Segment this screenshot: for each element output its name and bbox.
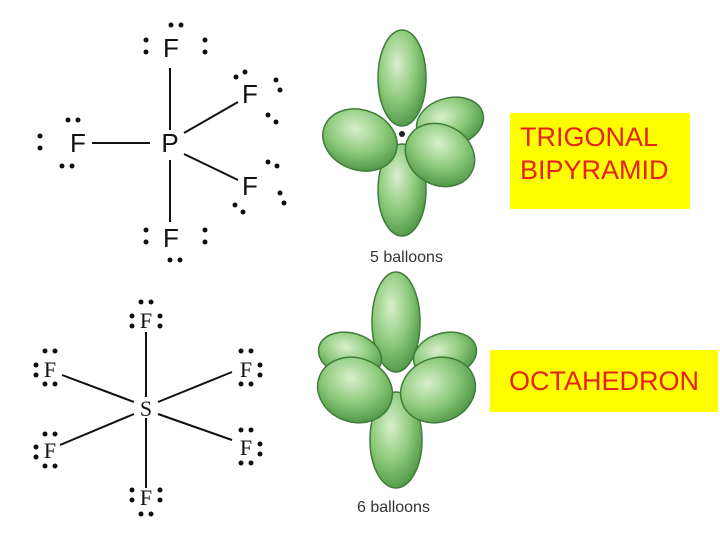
sf6-lone-pairs bbox=[33, 299, 263, 517]
sf6-lewis-structure: S F F F F F F bbox=[33, 299, 263, 517]
six-balloons-caption: 6 balloons bbox=[357, 499, 430, 516]
bond-s-f-upper-left bbox=[61, 374, 135, 403]
balloon-front-left bbox=[322, 108, 398, 172]
pf5-fluorine-upper-right: F bbox=[242, 79, 258, 109]
bond-s-f-lower-left bbox=[59, 413, 135, 446]
balloon-front-left bbox=[316, 356, 394, 424]
five-balloon-model bbox=[322, 29, 485, 237]
sf6-fluorine-lower-left: F bbox=[44, 438, 56, 463]
bond-p-f-upper-right bbox=[183, 101, 239, 134]
sf6-fluorine-upper-right: F bbox=[240, 357, 252, 382]
pf5-fluorine-left: F bbox=[70, 128, 86, 158]
bond-p-f-lower-right bbox=[183, 153, 239, 181]
sf6-fluorine-lower-right: F bbox=[240, 435, 252, 460]
pf5-fluorine-lower-right: F bbox=[242, 171, 258, 201]
pf5-center-atom: P bbox=[161, 128, 178, 158]
sf6-fluorine-upper-left: F bbox=[44, 357, 56, 382]
pf5-lone-pairs bbox=[37, 22, 287, 263]
five-balloons-caption: 5 balloons bbox=[370, 249, 443, 266]
trigonal-label-line2: BIPYRAMID bbox=[520, 155, 669, 185]
octahedron-label-text: OCTAHEDRON bbox=[508, 366, 699, 396]
bond-s-f-lower-right bbox=[157, 413, 233, 441]
balloon-knot bbox=[399, 131, 405, 137]
trigonal-label-line1: TRIGONAL bbox=[520, 122, 659, 152]
trigonal-bipyramid-label: TRIGONAL BIPYRAMID bbox=[510, 113, 690, 209]
balloon-top bbox=[377, 29, 427, 127]
bond-s-f-upper-right bbox=[157, 371, 233, 403]
pf5-fluorine-top: F bbox=[163, 33, 179, 63]
octahedron-label: OCTAHEDRON bbox=[490, 350, 718, 412]
sf6-fluorine-bottom: F bbox=[140, 485, 152, 510]
balloon-top bbox=[371, 271, 421, 373]
pf5-lewis-structure: P F F F F F bbox=[37, 22, 287, 263]
sf6-fluorine-top: F bbox=[140, 308, 152, 333]
six-balloon-model bbox=[316, 271, 478, 489]
balloon-front-right bbox=[399, 356, 477, 424]
balloon-bottom bbox=[369, 391, 423, 489]
pf5-fluorine-bottom: F bbox=[163, 223, 179, 253]
sf6-center-atom: S bbox=[140, 396, 152, 421]
balloon-front-right bbox=[404, 122, 476, 188]
